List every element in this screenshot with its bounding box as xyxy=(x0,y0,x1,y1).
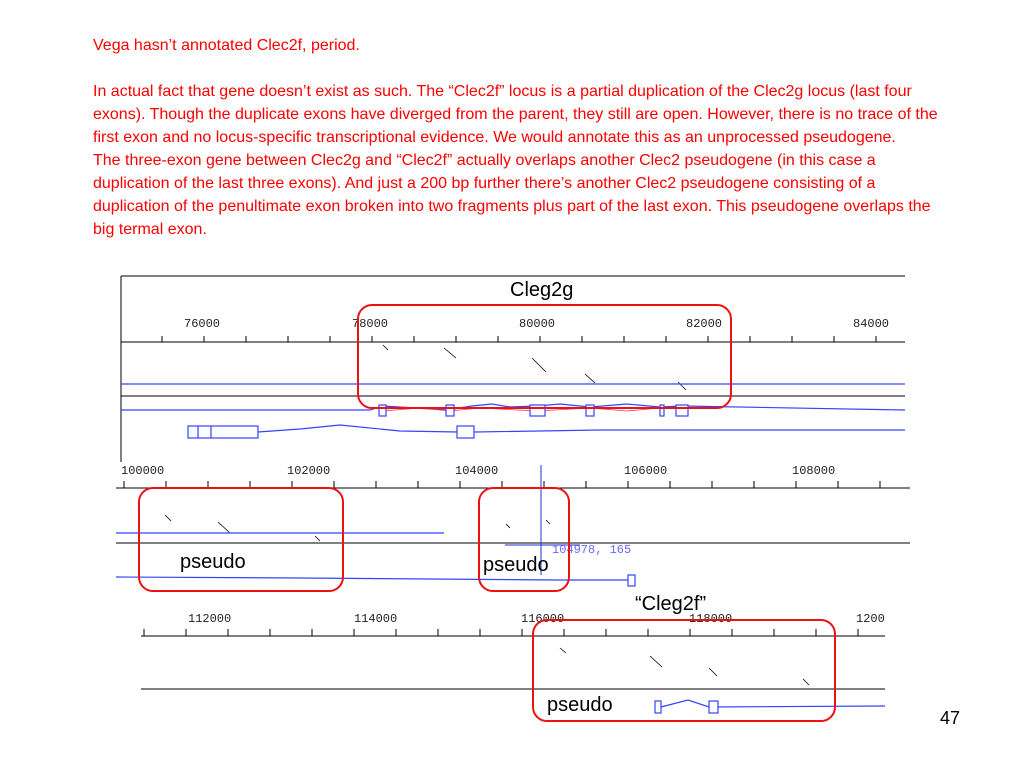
panel-3: 112000 114000 116000 118000 1200 “Cleg2f… xyxy=(141,593,886,722)
three-exon-gene-model xyxy=(187,424,905,439)
panel-1-tick-label: 76000 xyxy=(184,317,220,331)
panel-2-minor-ticks xyxy=(123,481,881,488)
panel-1-tick-label: 82000 xyxy=(686,317,722,331)
exon-box xyxy=(654,700,662,714)
exon-box xyxy=(675,404,689,417)
panel-1-tick-label: 84000 xyxy=(853,317,889,331)
panel-3-minor-ticks xyxy=(143,629,859,636)
panel-3-dotplot xyxy=(559,647,810,686)
paragraph-three-exon: The three-exon gene between Clec2g and “… xyxy=(93,152,931,238)
intro-line: Vega hasn’t annotated Clec2f, period. xyxy=(93,37,360,54)
exon-box xyxy=(529,404,546,417)
panel-3-tick-label: 116000 xyxy=(521,612,564,626)
panel-3-tick-label: 1200 xyxy=(856,612,885,626)
clec2f-highlight-box xyxy=(532,619,836,722)
panel-2-tick-label: 100000 xyxy=(121,464,164,478)
page-number: 47 xyxy=(940,708,961,728)
slide-text: Vega hasn’t annotated Clec2f, period. In… xyxy=(93,34,943,241)
panel-1-dotplot xyxy=(382,344,687,391)
cleg2f-callout: “Cleg2f” xyxy=(635,593,706,615)
panel-3-tick-label: 114000 xyxy=(354,612,397,626)
exon-box xyxy=(456,425,475,439)
clec2f-gene-model xyxy=(654,699,886,714)
panel-1-tick-label: 78000 xyxy=(352,317,388,331)
pseudo-callout-2: pseudo xyxy=(483,554,549,576)
panel-2-tick-label: 104000 xyxy=(455,464,498,478)
panel-2-tick-label: 102000 xyxy=(287,464,330,478)
paragraph-clec2f: In actual fact that gene doesn’t exist a… xyxy=(93,83,938,146)
pseudo-callout-3: pseudo xyxy=(547,694,613,716)
panel-2-tick-label: 106000 xyxy=(624,464,667,478)
panel-1-tick-label: 80000 xyxy=(519,317,555,331)
panel-1: 76000 78000 80000 82000 84000 xyxy=(120,275,906,462)
panel-2-dotplot xyxy=(164,514,551,542)
pseudo-highlight-box-2 xyxy=(478,487,570,592)
exon-box xyxy=(708,700,719,714)
panel-2-feature-track xyxy=(115,576,628,581)
panel-2-tick-label: 108000 xyxy=(792,464,835,478)
exon-box xyxy=(627,574,636,587)
exon-box xyxy=(378,404,387,417)
panel-2: 100000 102000 104000 106000 108000 10497… xyxy=(115,464,910,592)
panel-1-minor-ticks xyxy=(161,336,877,342)
pseudo-highlight-box-1 xyxy=(138,487,344,592)
cursor-coordinate-readout: 104978, 165 xyxy=(552,543,631,557)
clec2g-gene-model xyxy=(121,403,906,417)
pseudo-callout-1: pseudo xyxy=(180,551,246,573)
cleg2g-callout: Cleg2g xyxy=(510,279,573,301)
exon-box xyxy=(445,404,455,417)
exon-box xyxy=(585,404,595,417)
exon-box xyxy=(659,404,665,417)
clec2g-highlight-box xyxy=(357,304,732,409)
panel-3-tick-label: 112000 xyxy=(188,612,231,626)
exon-box xyxy=(187,425,259,439)
